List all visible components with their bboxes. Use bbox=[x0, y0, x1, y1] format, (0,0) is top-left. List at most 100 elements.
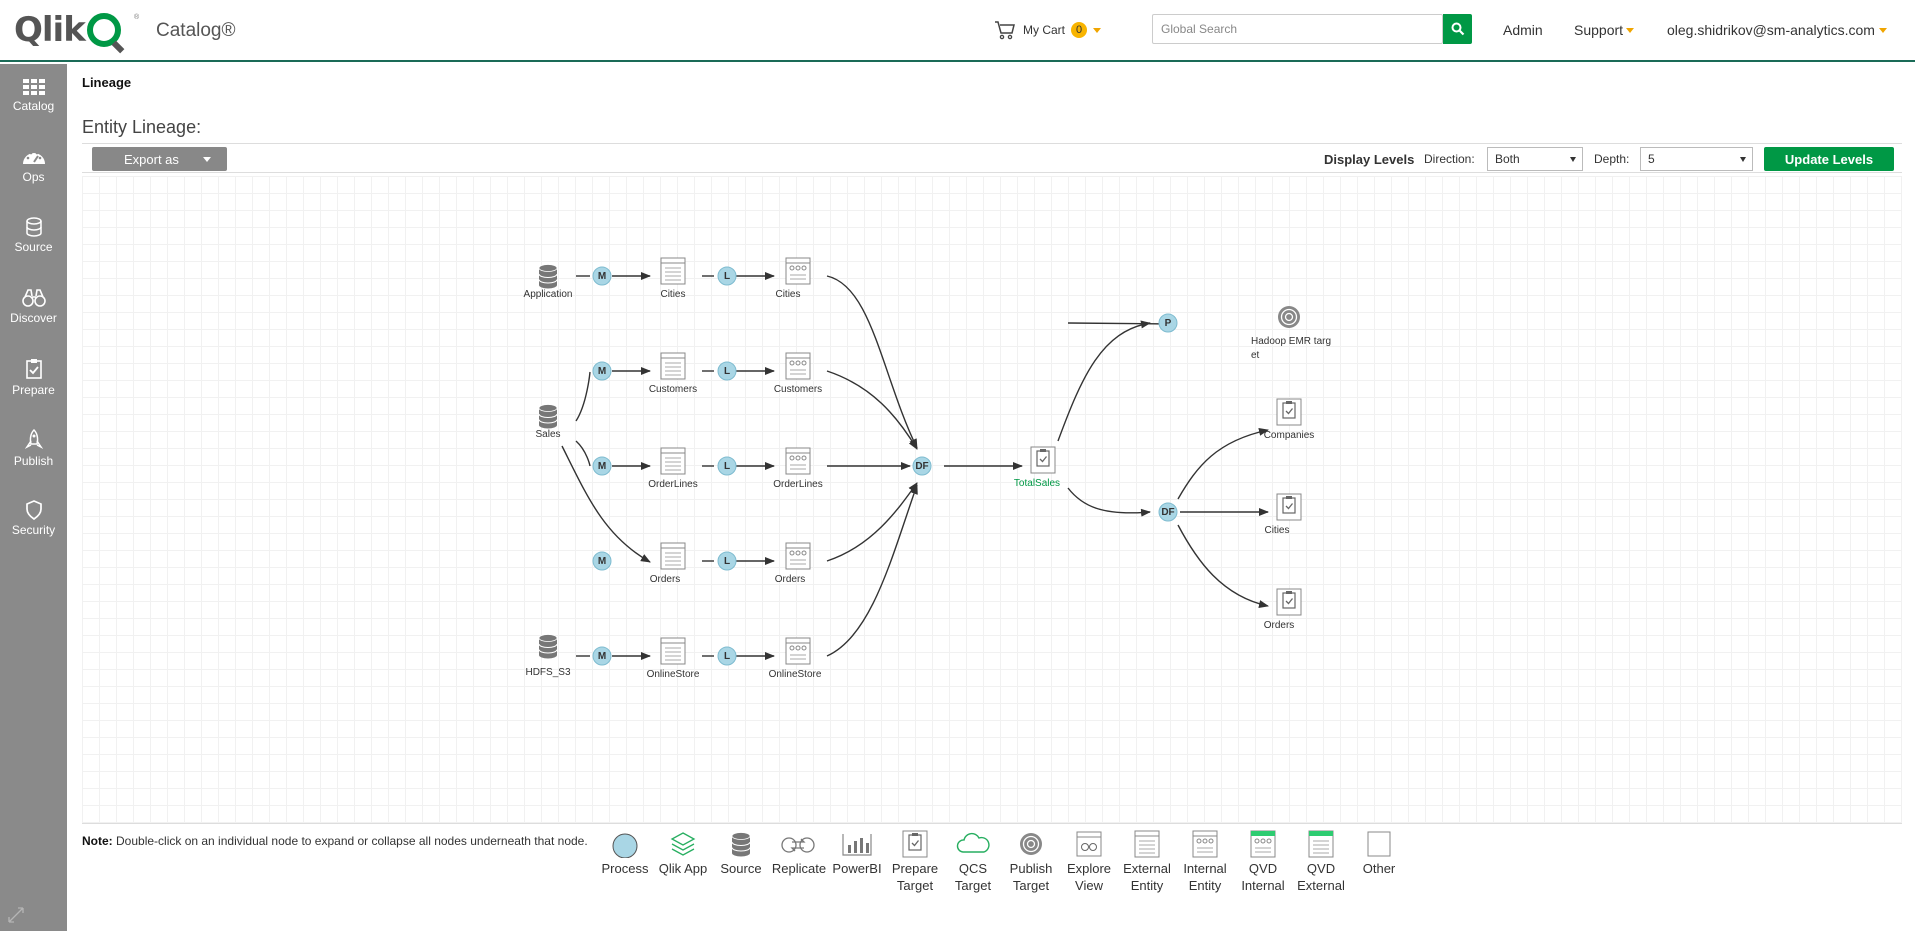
table-icon bbox=[1134, 830, 1160, 858]
sidebar-item-security[interactable]: Security bbox=[0, 500, 67, 560]
legend-label: Target bbox=[896, 878, 934, 893]
graph-node-prepare-target[interactable]: Orders bbox=[1264, 588, 1302, 631]
graph-node-internal-entity[interactable]: Customers bbox=[774, 352, 822, 395]
graph-node-external-entity[interactable]: OrderLines bbox=[648, 447, 698, 490]
legend-label: Source bbox=[720, 861, 762, 876]
cart-count-badge: 0 bbox=[1071, 22, 1087, 38]
lineage-toolbar: Export as Display Levels Direction: Both… bbox=[82, 143, 1902, 173]
internal-table-icon bbox=[1192, 830, 1218, 858]
process-node-m[interactable] bbox=[592, 361, 612, 381]
process-node-m[interactable] bbox=[592, 266, 612, 286]
process-node-m[interactable] bbox=[592, 551, 612, 571]
logo-registered: ® bbox=[134, 14, 140, 21]
node-label: Hadoop EMR targ bbox=[1251, 336, 1331, 347]
grid-icon bbox=[22, 79, 45, 95]
process-letter: M bbox=[598, 271, 606, 282]
chevron-down-icon bbox=[1093, 27, 1101, 33]
sidebar-item-publish[interactable]: Publish bbox=[0, 429, 67, 489]
layers-icon bbox=[670, 832, 696, 856]
target-center bbox=[1284, 312, 1294, 322]
legend-label: PowerBI bbox=[832, 861, 882, 876]
process-node-l[interactable] bbox=[717, 361, 737, 381]
process-letter: M bbox=[598, 366, 606, 377]
graph-node-external-entity[interactable]: Orders bbox=[650, 542, 686, 585]
graph-node-external-entity[interactable]: Customers bbox=[649, 352, 697, 395]
nav-user-label: oleg.shidrikov@sm-analytics.com bbox=[1667, 22, 1875, 38]
sidebar-item-source[interactable]: Source bbox=[0, 217, 67, 277]
depth-select[interactable]: 5 bbox=[1640, 147, 1753, 171]
graph-node-source[interactable]: Application bbox=[524, 264, 573, 301]
breadcrumb[interactable]: Lineage bbox=[82, 75, 132, 90]
process-node-l[interactable] bbox=[717, 551, 737, 571]
graph-node-totalsales[interactable]: TotalSales bbox=[1014, 446, 1060, 489]
chevron-down-icon bbox=[1570, 157, 1576, 162]
graph-node-source[interactable]: Sales bbox=[535, 404, 561, 441]
node-label: Companies bbox=[1264, 430, 1315, 441]
process-node-m[interactable] bbox=[592, 456, 612, 476]
process-letter: M bbox=[598, 556, 606, 567]
node-label: Orders bbox=[1264, 620, 1295, 631]
process-node-l[interactable] bbox=[717, 456, 737, 476]
app-title: Catalog® bbox=[156, 20, 236, 41]
process-node-l[interactable] bbox=[717, 266, 737, 286]
legend-external-entity: External Entity bbox=[1118, 830, 1176, 894]
nav-admin[interactable]: Admin bbox=[1503, 22, 1543, 38]
cart-icon bbox=[995, 21, 1015, 40]
nav-support-label: Support bbox=[1574, 22, 1624, 38]
graph-node-source[interactable]: HDFS_S3 bbox=[525, 634, 571, 679]
graph-node-internal-entity[interactable]: Cities bbox=[775, 257, 811, 300]
legend-qlik-app: Qlik App bbox=[654, 830, 712, 877]
legend-label: Qlik App bbox=[658, 861, 708, 876]
process-node-p[interactable] bbox=[1158, 313, 1178, 333]
clipboard-icon bbox=[1276, 493, 1302, 521]
global-search-input[interactable] bbox=[1152, 14, 1443, 44]
node-label: Orders bbox=[775, 574, 806, 585]
qlik-logo[interactable]: Qlik ® bbox=[14, 10, 139, 50]
graph-node-internal-entity[interactable]: OrderLines bbox=[773, 447, 823, 490]
legend-qcs-target: QCS Target bbox=[944, 830, 1002, 894]
process-letter: L bbox=[724, 651, 730, 662]
process-node-l[interactable] bbox=[717, 646, 737, 666]
target-icon bbox=[1020, 833, 1042, 855]
expand-icon[interactable] bbox=[6, 905, 26, 925]
sidebar-label: Prepare bbox=[12, 383, 55, 397]
sidebar-item-prepare[interactable]: Prepare bbox=[0, 358, 67, 418]
clipboard-icon bbox=[1276, 588, 1302, 616]
chevron-down-icon bbox=[1878, 27, 1887, 33]
node-label: Cities bbox=[775, 289, 800, 300]
graph-node-external-entity[interactable]: Cities bbox=[660, 257, 686, 300]
nav-support[interactable]: Support bbox=[1574, 22, 1635, 38]
process-node-df[interactable] bbox=[1158, 502, 1178, 522]
lineage-graph[interactable]: Application Sales HDFS_S3 M bbox=[82, 176, 1902, 824]
graph-node-publish-target[interactable]: Hadoop EMR targ et bbox=[1251, 306, 1331, 361]
node-label: OrderLines bbox=[773, 479, 822, 490]
legend-label: Replicate bbox=[771, 861, 827, 876]
graph-node-external-entity[interactable]: OnlineStore bbox=[647, 637, 700, 680]
lineage-canvas[interactable]: Application Sales HDFS_S3 M bbox=[82, 176, 1902, 824]
sidebar-item-ops[interactable]: Ops bbox=[0, 147, 67, 207]
update-levels-button[interactable]: Update Levels bbox=[1764, 147, 1894, 171]
table-icon bbox=[660, 257, 686, 285]
graph-node-prepare-target[interactable]: Cities bbox=[1264, 493, 1302, 536]
search-button[interactable] bbox=[1443, 14, 1472, 44]
sidebar-label: Security bbox=[11, 523, 56, 537]
process-letter: L bbox=[724, 366, 730, 377]
export-as-button[interactable]: Export as bbox=[92, 147, 227, 171]
legend-prepare-target: Prepare Target bbox=[886, 830, 944, 894]
nav-user[interactable]: oleg.shidrikov@sm-analytics.com bbox=[1667, 22, 1887, 38]
graph-node-prepare-target[interactable]: Companies bbox=[1264, 398, 1315, 441]
process-node-m[interactable] bbox=[592, 646, 612, 666]
depth-value: 5 bbox=[1648, 152, 1655, 166]
clipboard-icon bbox=[902, 830, 928, 858]
sidebar-item-catalog[interactable]: Catalog bbox=[0, 78, 67, 138]
my-cart[interactable]: My Cart 0 bbox=[993, 18, 1101, 42]
search-icon bbox=[1451, 22, 1464, 36]
graph-node-internal-entity[interactable]: Orders bbox=[775, 542, 811, 585]
table-icon bbox=[660, 542, 686, 570]
graph-node-internal-entity[interactable]: OnlineStore bbox=[769, 637, 822, 680]
direction-select[interactable]: Both bbox=[1487, 147, 1583, 171]
database-icon bbox=[538, 634, 558, 659]
process-node-df[interactable] bbox=[912, 456, 932, 476]
sidebar-item-discover[interactable]: Discover bbox=[0, 288, 67, 348]
rocket-icon bbox=[24, 429, 43, 449]
